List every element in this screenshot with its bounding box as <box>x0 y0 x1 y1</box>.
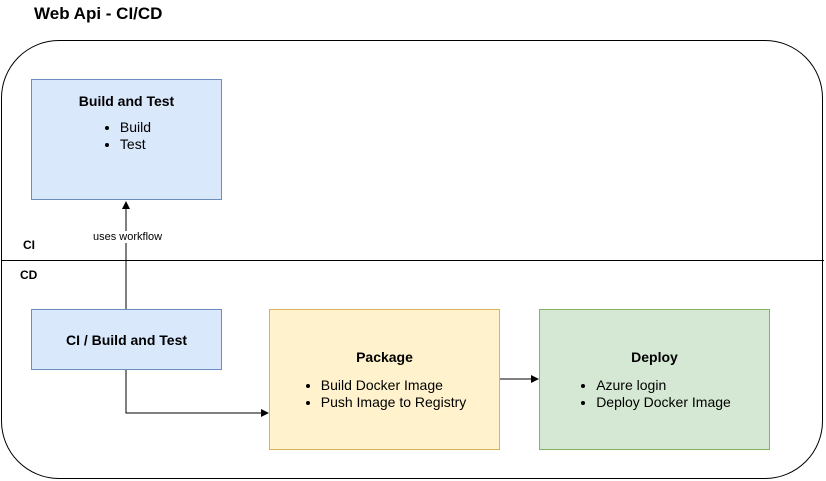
build-and-test-box: Build and Test Build Test <box>31 79 222 200</box>
package-box: Package Build Docker Image Push Image to… <box>269 309 500 450</box>
deploy-title: Deploy <box>631 348 678 365</box>
edge-label-uses-workflow: uses workflow <box>92 231 164 243</box>
list-item: Build <box>120 119 151 136</box>
package-title: Package <box>356 348 413 365</box>
list-item: Deploy Docker Image <box>596 394 731 411</box>
diagram-title: Web Api - CI/CD <box>34 4 163 23</box>
list-item: Build Docker Image <box>321 377 467 394</box>
deploy-box: Deploy Azure login Deploy Docker Image <box>539 309 770 450</box>
zone-label-cd: CD <box>20 268 38 282</box>
ci-build-and-test-box: CI / Build and Test <box>31 309 222 370</box>
list-item: Test <box>120 136 151 153</box>
list-item: Push Image to Registry <box>321 394 467 411</box>
package-list: Build Docker Image Push Image to Registr… <box>303 377 467 411</box>
edge-ci-to-package <box>125 370 269 417</box>
list-item: Azure login <box>596 377 731 394</box>
ci-build-and-test-title: CI / Build and Test <box>65 331 188 348</box>
zone-label-ci: CI <box>23 238 35 252</box>
ci-cd-divider <box>1 260 824 261</box>
build-and-test-title: Build and Test <box>78 93 175 109</box>
build-and-test-list: Build Test <box>102 119 151 153</box>
pipeline-container <box>1 40 823 479</box>
deploy-list: Azure login Deploy Docker Image <box>578 377 731 411</box>
